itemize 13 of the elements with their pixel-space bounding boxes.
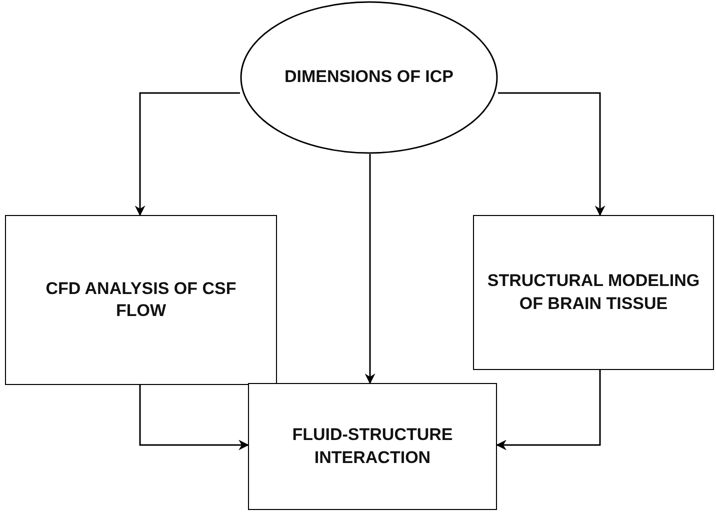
arrow xyxy=(496,370,601,450)
node-label: CFD ANALYSIS OF CSF FLOW xyxy=(44,278,238,322)
process-box xyxy=(248,383,497,510)
arrow xyxy=(498,92,606,216)
ellipse-node xyxy=(240,1,498,154)
arrow xyxy=(139,385,250,450)
process-box xyxy=(473,215,714,370)
arrow xyxy=(134,92,240,216)
process-box xyxy=(5,215,277,385)
node-label: DIMENSIONS OF ICP xyxy=(284,66,454,88)
node-label: FLUID-STRUCTURE INTERACTION xyxy=(291,424,454,468)
arrow xyxy=(364,154,376,384)
node-label: STRUCTURAL MODELING OF BRAIN TISSUE xyxy=(486,270,701,314)
